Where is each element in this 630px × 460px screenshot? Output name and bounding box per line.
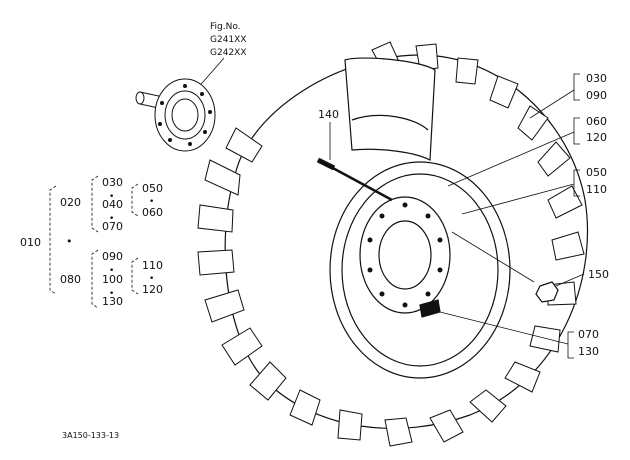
svg-text:•: • <box>109 192 114 202</box>
svg-text:•: • <box>149 274 154 284</box>
tree-080: 080 <box>60 273 81 286</box>
callout-130: 130 <box>578 345 599 358</box>
tree-130: 130 <box>102 295 123 308</box>
callout-050: 050 <box>586 166 607 179</box>
hub-flange-drawing <box>135 78 216 152</box>
fig-no-label: Fig.No. <box>210 22 241 32</box>
fig-number-2: G242XX <box>210 48 246 58</box>
fig-number-1: G241XX <box>210 35 246 45</box>
tree-030: 030 <box>102 176 123 189</box>
tree-040: 040 <box>102 198 123 211</box>
wheel-assembly-drawing <box>197 41 589 447</box>
svg-text:•: • <box>109 214 114 224</box>
svg-text:•: • <box>109 289 114 299</box>
callout-090: 090 <box>586 89 607 102</box>
tree-020: 020 <box>60 196 81 209</box>
svg-text:•: • <box>109 266 114 276</box>
parts-tree: 010 020 • 080 030 • 040 • 070 050 • 060 … <box>20 175 163 309</box>
tree-110: 110 <box>142 259 163 272</box>
fig-reference: Fig.No. G241XX G242XX <box>195 22 246 91</box>
callout-110: 110 <box>586 183 607 196</box>
tree-070: 070 <box>102 220 123 233</box>
callout-030: 030 <box>586 72 607 85</box>
callout-070: 070 <box>578 328 599 341</box>
callout-120: 120 <box>586 131 607 144</box>
tree-100: 100 <box>102 273 123 286</box>
callout-150: 150 <box>588 268 609 281</box>
tree-060: 060 <box>142 206 163 219</box>
tree-root-010: 010 <box>20 236 41 249</box>
tree-090: 090 <box>102 250 123 263</box>
svg-text:•: • <box>149 197 154 207</box>
callouts: 030 090 060 120 050 110 140 150 070 130 <box>318 72 609 359</box>
tree-120: 120 <box>142 283 163 296</box>
drawing-code: 3A150-133-13 <box>62 431 119 440</box>
callout-060: 060 <box>586 115 607 128</box>
svg-text:•: • <box>66 235 73 248</box>
callout-140: 140 <box>318 108 339 121</box>
tree-050: 050 <box>142 182 163 195</box>
